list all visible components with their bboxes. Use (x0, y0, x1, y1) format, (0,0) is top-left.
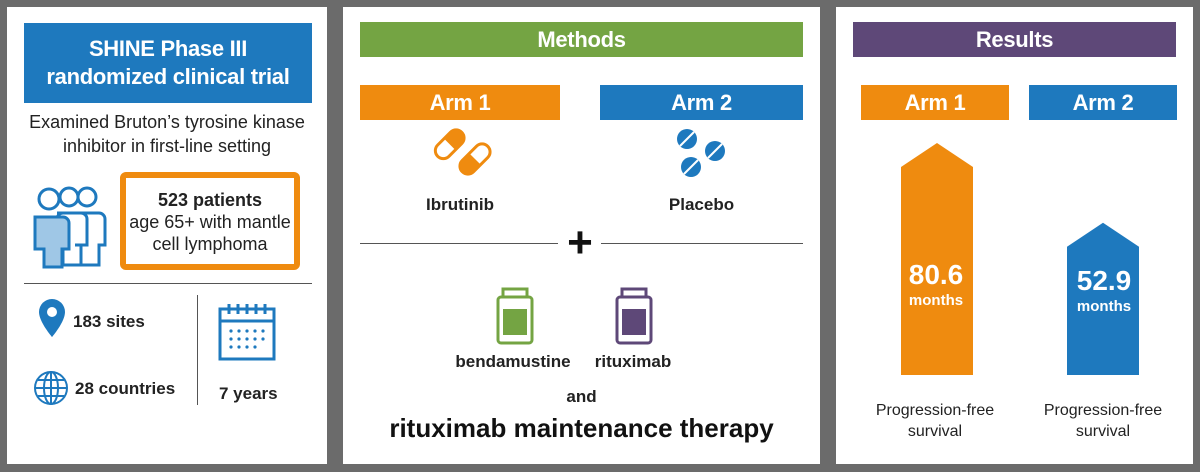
methods-arm1-header: Arm 1 (360, 85, 560, 120)
methods-arm2-header: Arm 2 (600, 85, 803, 120)
arm1-pfs-bar (901, 143, 973, 375)
duration-years: 7 years (219, 384, 278, 403)
bendamustine-vial-icon (496, 287, 534, 345)
people-icon (33, 186, 107, 269)
arm1-pfs-caption-line2: survival (907, 423, 963, 440)
rituximab-vial-icon (615, 287, 653, 345)
arm2-pfs-value: 52.9 months (1069, 265, 1139, 317)
arm1-pfs-number: 80.6 (908, 259, 964, 290)
bendamustine-label: bendamustine (455, 352, 571, 371)
calendar-icon (218, 304, 276, 361)
arm1-drug-label: Ibrutinib (426, 195, 494, 214)
overview-divider (24, 283, 312, 284)
patients-age: age 65+ with mantle (129, 212, 291, 232)
arm1-pfs-caption-line1: Progression-free (875, 402, 995, 419)
arm2-pfs-bar (1067, 222, 1139, 375)
results-bars (901, 143, 1139, 375)
arm2-pfs-number: 52.9 (1076, 265, 1132, 296)
trial-title-box: SHINE Phase III randomized clinical tria… (24, 23, 312, 103)
results-panel: Results Arm 1 Arm 2 80.6 months 52.9 mon… (836, 7, 1193, 464)
arm2-pfs-unit: months (1076, 298, 1132, 315)
globe-icon (34, 371, 68, 405)
results-arm1-header: Arm 1 (861, 85, 1009, 120)
sites-count: 183 sites (73, 312, 145, 331)
rituximab-label: rituximab (594, 352, 672, 371)
patients-count: 523 patients (157, 190, 263, 210)
arm2-pfs-caption-line2: survival (1075, 423, 1131, 440)
plus-divider-right (601, 243, 803, 244)
arm2-pfs-caption-line1: Progression-free (1043, 402, 1163, 419)
trial-title-line1: SHINE Phase III (88, 36, 248, 61)
tablets-icon (677, 129, 725, 177)
trial-description-line2: inhibitor in first-line setting (62, 136, 272, 156)
arm2-pfs-caption: Progression-free survival (1029, 400, 1177, 442)
arm1-pfs-caption: Progression-free survival (861, 400, 1009, 442)
methods-panel: Methods Arm 1 Arm 2 Ibrutinib Placebo + … (343, 7, 820, 464)
patients-info: 523 patients age 65+ with mantle cell ly… (120, 189, 300, 255)
results-header: Results (853, 22, 1176, 57)
plus-symbol: + (567, 218, 593, 267)
and-connector: and (566, 387, 597, 406)
capsules-icon (433, 128, 492, 176)
overview-vertical-divider (197, 295, 198, 405)
maintenance-therapy-label: rituximab maintenance therapy (389, 413, 774, 443)
arm1-pfs-value: 80.6 months (901, 259, 971, 311)
arm1-pfs-unit: months (908, 292, 964, 309)
arm2-drug-label: Placebo (668, 195, 735, 214)
trial-description: Examined Bruton’s tyrosine kinase inhibi… (7, 110, 327, 158)
countries-count: 28 countries (75, 379, 176, 398)
trial-overview-panel: SHINE Phase III randomized clinical tria… (7, 7, 327, 464)
trial-title-line2: randomized clinical trial (46, 64, 290, 89)
plus-divider-left (360, 243, 558, 244)
patients-highlight-box (120, 172, 300, 270)
trial-description-line1: Examined Bruton’s tyrosine kinase (29, 112, 305, 132)
methods-header: Methods (360, 22, 803, 57)
patients-condition: cell lymphoma (152, 234, 268, 254)
location-pin-icon (39, 299, 65, 337)
results-arm2-header: Arm 2 (1029, 85, 1177, 120)
